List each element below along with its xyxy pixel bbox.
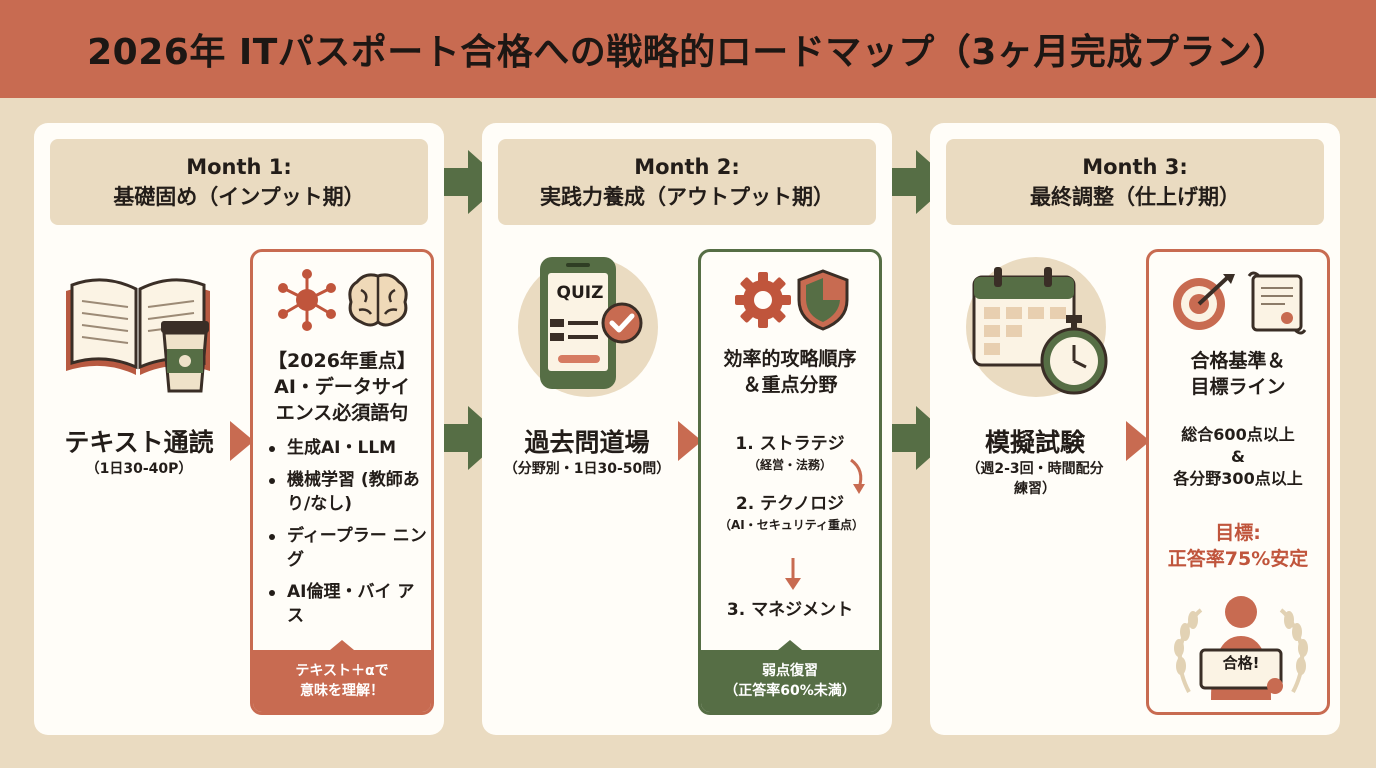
footer-notch-icon: [330, 640, 354, 650]
gear-icon: [735, 272, 791, 328]
month1-focus-panel: 【2026年重点】 AI・データサイ エンス必須語句 生成AI・LLM 機械学習…: [250, 249, 434, 715]
pass-badge-text: 合格!: [1222, 654, 1260, 672]
target-icon: [1173, 274, 1235, 330]
success-person-icon: [1174, 596, 1308, 700]
down-arrow-icon: [785, 558, 801, 590]
footer-notch-icon: [778, 640, 802, 650]
list-item: AI倫理・バイ アス: [267, 580, 427, 628]
month2-strategy-panel: 効率的攻略順序 ＆重点分野 1. ストラテジ （経営・法務） 2. テクノロジ …: [698, 249, 882, 715]
step-item-3: 3. マネジメント: [701, 598, 879, 622]
step-item-1: 1. ストラテジ （経営・法務）: [701, 432, 879, 474]
month2-main-sub: （分野別・1日30-50問）: [503, 461, 671, 477]
month1-panel-title-1: 【2026年重点】: [268, 350, 416, 372]
month2-panel-footer: 弱点復習 （正答率60%未満）: [701, 640, 879, 712]
step-1-sub: （経営・法務）: [747, 458, 832, 472]
month3-panel-title-1: 合格基準＆: [1190, 350, 1286, 372]
certificate-icon: [1247, 271, 1307, 335]
month3-goal-panel: 合格基準＆ 目標ライン 総合600点以上 & 各分野300点以上 目標: 正答率…: [1146, 249, 1330, 715]
list-item: 機械学習 (教師あり/なし): [267, 468, 427, 516]
month1-main-sub: （1日30-40P）: [85, 461, 193, 477]
month1-topic-list: 生成AI・LLM 機械学習 (教師あり/なし) ディープラー ニング AI倫理・…: [267, 436, 427, 636]
month1-header-label: Month 1:: [186, 155, 292, 179]
month1-header: Month 1: 基礎固め（インプット期）: [50, 139, 428, 225]
arrow-to-panel1-icon: [230, 421, 254, 461]
step-2-sub: （AI・セキュリティ重点）: [719, 518, 865, 532]
list-item: 生成AI・LLM: [267, 436, 427, 460]
network-icon: [278, 269, 336, 331]
month1-footer-line2: 意味を理解！: [300, 683, 384, 699]
month1-panel-footer: テキスト＋αで 意味を理解！: [253, 640, 431, 712]
month3-main-sub-2: 練習）: [1014, 481, 1056, 497]
month2-header-label: Month 2:: [634, 155, 740, 179]
month3-main-sub-1: （週2-3回・時間配分: [966, 461, 1104, 477]
goal-value: 正答率75%安定: [1167, 548, 1309, 570]
month3-main-label: 模擬試験: [984, 428, 1085, 457]
step-2-title: 2. テクノロジ: [735, 494, 845, 514]
month1-footer-line1: テキスト＋αで: [295, 663, 389, 679]
brain-icon: [348, 273, 408, 327]
stopwatch-icon: [1040, 315, 1108, 395]
arrow-to-panel3-icon: [1126, 421, 1150, 461]
step-3-title: 3. マネジメント: [726, 600, 854, 620]
month2-card: Month 2: 実践力養成（アウトプット期） QUIZ 過去問道場 （分野別・…: [482, 123, 892, 735]
quiz-label: QUIZ: [556, 283, 604, 303]
month2-panel-title-2: ＆重点分野: [742, 374, 838, 396]
check-badge-icon: [601, 302, 643, 344]
month2-footer-line2: （正答率60%未満）: [724, 683, 856, 699]
month3-header-label: Month 3:: [1082, 155, 1188, 179]
quiz-phone-icon: [540, 257, 616, 389]
page-title: 2026年 ITパスポート合格への戦略的ロードマップ（3ヶ月完成プラン）: [87, 32, 1289, 73]
title-bar: 2026年 ITパスポート合格への戦略的ロードマップ（3ヶ月完成プラン）: [0, 0, 1376, 98]
goal-label: 目標:: [1215, 522, 1261, 544]
month3-card: Month 3: 最終調整（仕上げ期） 模擬試験 （週2-3回・時間配分 練習）: [930, 123, 1340, 735]
month1-main-label: テキスト通読: [64, 428, 214, 457]
criteria-line-1: 総合600点以上: [1181, 425, 1295, 444]
month1-panel-title-3: エンス必須語句: [275, 402, 409, 424]
month2-header: Month 2: 実践力養成（アウトプット期）: [498, 139, 876, 225]
arrow-to-panel2-icon: [678, 421, 702, 461]
criteria-line-3: 各分野300点以上: [1173, 469, 1303, 488]
month2-header-phase: 実践力養成（アウトプット期）: [540, 185, 834, 209]
month3-header: Month 3: 最終調整（仕上げ期）: [946, 139, 1324, 225]
step-item-2: 2. テクノロジ （AI・セキュリティ重点）: [701, 492, 879, 534]
criteria-line-2: &: [1231, 447, 1245, 466]
month1-card: Month 1: 基礎固め（インプット期） テキスト通読 （1日30-40P）: [34, 123, 444, 735]
curve-arrow-icon: [850, 458, 865, 494]
step-1-title: 1. ストラテジ: [735, 434, 845, 454]
month1-panel-title-2: AI・データサイ: [274, 376, 410, 398]
month3-header-phase: 最終調整（仕上げ期）: [1030, 185, 1240, 209]
month2-panel-title-1: 効率的攻略順序: [723, 348, 857, 370]
month2-main-label: 過去問道場: [524, 428, 650, 457]
shield-icon: [797, 269, 849, 331]
list-item: ディープラー ニング: [267, 524, 427, 572]
coffee-cup-icon: [161, 321, 209, 393]
month1-header-phase: 基礎固め（インプット期）: [113, 185, 365, 209]
month2-footer-line1: 弱点復習: [762, 663, 818, 679]
month3-panel-title-2: 目標ライン: [1190, 376, 1286, 398]
